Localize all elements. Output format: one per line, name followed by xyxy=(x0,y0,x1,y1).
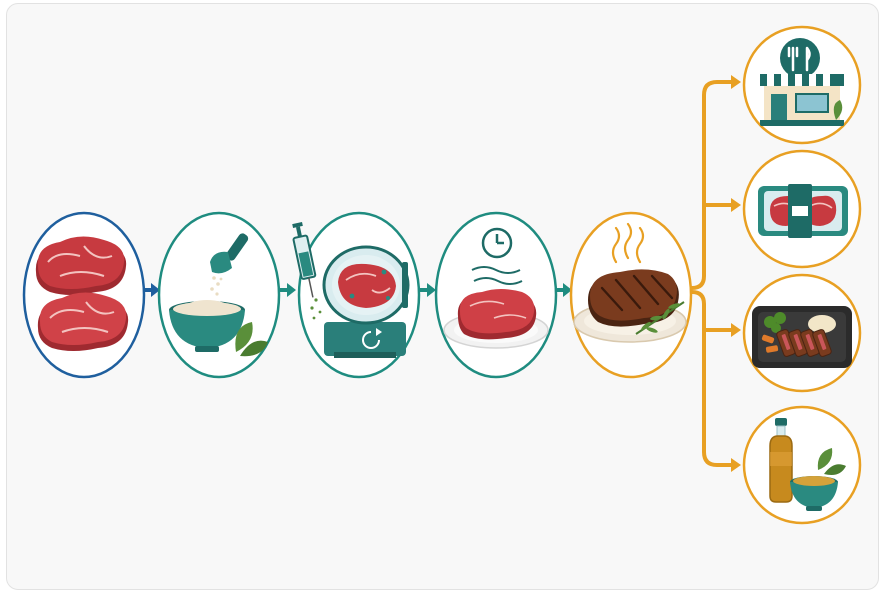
packaged-meat-tray-icon xyxy=(758,184,848,238)
arrow-raw-to-seasoning xyxy=(143,283,160,297)
output-retail-pack xyxy=(744,151,860,267)
output-restaurant xyxy=(744,27,860,143)
stage-marinating xyxy=(290,213,419,377)
stage-cooked xyxy=(571,213,691,377)
arrow-seasoning-to-marinating xyxy=(279,283,296,297)
output-ready-meal xyxy=(744,275,860,391)
stage-resting xyxy=(436,213,556,377)
arrow-marinating-to-resting xyxy=(420,283,436,297)
output-sauce xyxy=(744,407,860,523)
arrow-resting-to-cooked xyxy=(556,283,572,297)
branch-arrowheads xyxy=(731,75,741,472)
stage-seasoning-frame xyxy=(159,213,279,377)
stage-seasoning xyxy=(159,213,279,377)
ready-meal-tray-icon xyxy=(752,306,852,368)
branch-connector xyxy=(692,82,733,465)
stage-raw-meat xyxy=(24,213,144,377)
